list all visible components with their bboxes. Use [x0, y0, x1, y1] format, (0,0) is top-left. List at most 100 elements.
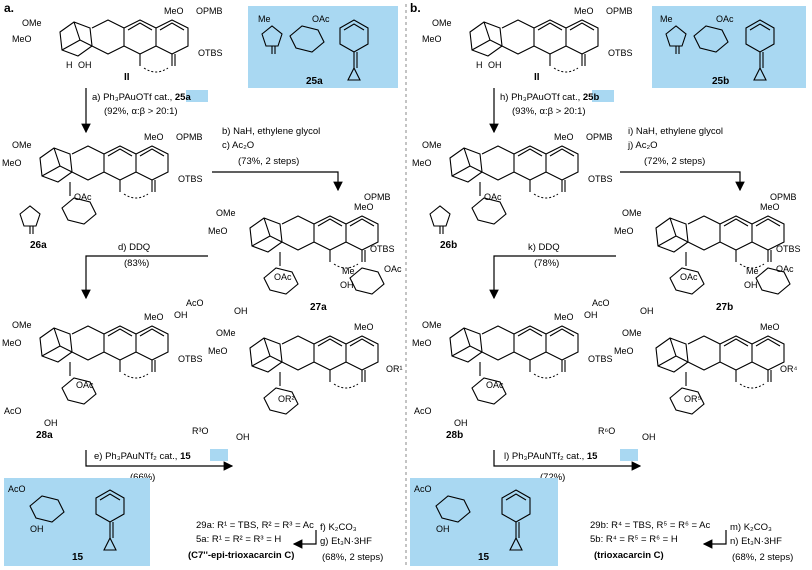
svg-text:OH: OH	[584, 310, 598, 320]
svg-text:OH: OH	[236, 432, 250, 442]
svg-text:OMe: OMe	[432, 18, 452, 28]
compound-II-a: OMe MeO MeO OPMB OTBS H OH II	[12, 6, 223, 83]
svg-text:MeO: MeO	[2, 338, 22, 348]
svg-text:l) Ph₃PAuNTf₂ cat., 15: l) Ph₃PAuNTf₂ cat., 15	[504, 451, 598, 462]
compound-29b-5b: OMe MeO MeO OR⁴ OR⁵ R⁶O OH OAc Me OH	[598, 264, 798, 442]
svg-text:5a: R¹ = R² = R³ = H: 5a: R¹ = R² = R³ = H	[196, 534, 281, 545]
svg-text:OMe: OMe	[22, 18, 42, 28]
svg-text:MeO: MeO	[412, 338, 432, 348]
svg-text:Me: Me	[342, 266, 355, 276]
svg-text:29a: R¹ = TBS, R² = R³ = Ac: 29a: R¹ = TBS, R² = R³ = Ac	[196, 520, 314, 531]
svg-text:OAc: OAc	[312, 14, 330, 24]
donor-15-box-b: AcO OH 15	[410, 478, 558, 566]
svg-text:OPMB: OPMB	[606, 6, 633, 16]
svg-text:5b: R⁴ = R⁵ = R⁶ = H: 5b: R⁴ = R⁵ = R⁶ = H	[590, 534, 678, 545]
step-mn-conditions: m) K₂CO₃ n) Et₃N·3HF (68%, 2 steps)	[730, 522, 793, 563]
svg-text:29b: R⁴ = TBS, R⁵ = R⁶ = Ac: 29b: R⁴ = TBS, R⁵ = R⁶ = Ac	[590, 520, 711, 531]
svg-text:AcO: AcO	[8, 484, 26, 494]
svg-text:OR⁵: OR⁵	[684, 394, 702, 404]
svg-text:OTBS: OTBS	[588, 354, 613, 364]
panel-b: b. OMe MeO MeO OPMB OTBS H OH II Me OAc …	[410, 1, 806, 566]
compound-26b: OMe MeO MeO OPMB OTBS OAc 26b	[412, 132, 613, 251]
svg-text:(trioxacarcin C): (trioxacarcin C)	[594, 550, 664, 561]
svg-text:OAc: OAc	[76, 380, 94, 390]
svg-text:MeO: MeO	[144, 312, 164, 322]
svg-text:MeO: MeO	[208, 346, 228, 356]
svg-text:OTBS: OTBS	[198, 48, 223, 58]
label-15-a: 15	[72, 552, 84, 563]
svg-text:k) DDQ: k) DDQ	[528, 242, 560, 253]
svg-text:H: H	[66, 60, 73, 70]
donor-25a-box: Me OAc 25a	[248, 6, 398, 88]
svg-text:OH: OH	[640, 306, 654, 316]
svg-text:OTBS: OTBS	[178, 354, 203, 364]
svg-text:MeO: MeO	[760, 202, 780, 212]
compound-II-b: OMe MeO MeO OPMB OTBS H OH II	[422, 6, 633, 83]
svg-text:e) Ph₃PAuNTf₂ cat., 15: e) Ph₃PAuNTf₂ cat., 15	[94, 451, 191, 462]
svg-text:AcO: AcO	[414, 484, 432, 494]
svg-text:Me: Me	[660, 14, 673, 24]
svg-text:MeO: MeO	[760, 322, 780, 332]
svg-text:MeO: MeO	[554, 312, 574, 322]
svg-text:OAc: OAc	[680, 272, 698, 282]
svg-text:(93%, α:β > 20:1): (93%, α:β > 20:1)	[512, 106, 586, 117]
label-28b: 28b	[446, 430, 463, 441]
donor-15-box-a: AcO OH 15	[4, 478, 150, 566]
product-labels-b: 29b: R⁴ = TBS, R⁵ = R⁶ = Ac 5b: R⁴ = R⁵ …	[590, 520, 711, 561]
compound-27b: OMe MeO MeO OPMB OTBS OAc AcO OH 27b	[592, 192, 801, 316]
svg-text:OTBS: OTBS	[776, 244, 801, 254]
svg-text:OH: OH	[436, 524, 450, 534]
svg-text:OPMB: OPMB	[770, 192, 797, 202]
svg-text:OTBS: OTBS	[370, 244, 395, 254]
svg-text:OAc: OAc	[74, 192, 92, 202]
svg-text:OH: OH	[30, 524, 44, 534]
svg-text:AcO: AcO	[592, 298, 610, 308]
svg-text:MeO: MeO	[554, 132, 574, 142]
svg-text:OMe: OMe	[12, 320, 32, 330]
svg-text:MeO: MeO	[12, 34, 32, 44]
svg-text:OR¹: OR¹	[386, 364, 403, 374]
svg-text:(83%): (83%)	[124, 258, 149, 269]
svg-text:MeO: MeO	[164, 6, 184, 16]
svg-text:MeO: MeO	[354, 322, 374, 332]
svg-text:OAc: OAc	[716, 14, 734, 24]
svg-text:a) Ph₃PAuOTf cat., 25a: a) Ph₃PAuOTf cat., 25a	[92, 92, 191, 103]
label-26b: 26b	[440, 240, 457, 251]
step-d-conditions: d) DDQ (83%)	[118, 242, 150, 269]
svg-text:OTBS: OTBS	[178, 174, 203, 184]
compound-26a: OMe MeO MeO OPMB OTBS OAc 26a	[2, 132, 203, 251]
label-28a: 28a	[36, 430, 53, 441]
compound-27a: OMe MeO MeO OPMB OTBS OAc AcO OH 27a	[186, 192, 395, 316]
svg-text:OMe: OMe	[216, 208, 236, 218]
svg-text:c) Ac₂O: c) Ac₂O	[222, 140, 254, 151]
svg-text:n) Et₃N·3HF: n) Et₃N·3HF	[730, 536, 782, 547]
label-25b: 25b	[712, 76, 729, 87]
svg-text:MeO: MeO	[412, 158, 432, 168]
svg-text:OH: OH	[340, 280, 354, 290]
svg-text:MeO: MeO	[208, 226, 228, 236]
svg-text:(C7''-epi-trioxacarcin C): (C7''-epi-trioxacarcin C)	[188, 550, 294, 561]
svg-text:OR⁴: OR⁴	[780, 364, 798, 374]
svg-text:OPMB: OPMB	[176, 132, 203, 142]
svg-text:g) Et₃N·3HF: g) Et₃N·3HF	[320, 536, 372, 547]
svg-text:MeO: MeO	[422, 34, 442, 44]
step-fg-conditions: f) K₂CO₃ g) Et₃N·3HF (68%, 2 steps)	[320, 522, 383, 563]
svg-text:OH: OH	[234, 306, 248, 316]
svg-text:OMe: OMe	[622, 208, 642, 218]
svg-text:OAc: OAc	[384, 264, 402, 274]
svg-text:d) DDQ: d) DDQ	[118, 242, 150, 253]
step-k-conditions: k) DDQ (78%)	[528, 242, 560, 269]
svg-text:OMe: OMe	[216, 328, 236, 338]
svg-text:OH: OH	[454, 418, 468, 428]
svg-text:Me: Me	[258, 14, 271, 24]
svg-text:OH: OH	[488, 60, 502, 70]
svg-text:m) K₂CO₃: m) K₂CO₃	[730, 522, 772, 533]
svg-text:AcO: AcO	[414, 406, 432, 416]
label-15-b: 15	[478, 552, 490, 563]
svg-text:OTBS: OTBS	[588, 174, 613, 184]
label-26a: 26a	[30, 240, 47, 251]
svg-text:(68%, 2 steps): (68%, 2 steps)	[322, 552, 383, 563]
step-a-conditions: a) Ph₃PAuOTf cat., 25a (92%, α:β > 20:1)	[92, 90, 208, 117]
svg-text:OH: OH	[44, 418, 58, 428]
